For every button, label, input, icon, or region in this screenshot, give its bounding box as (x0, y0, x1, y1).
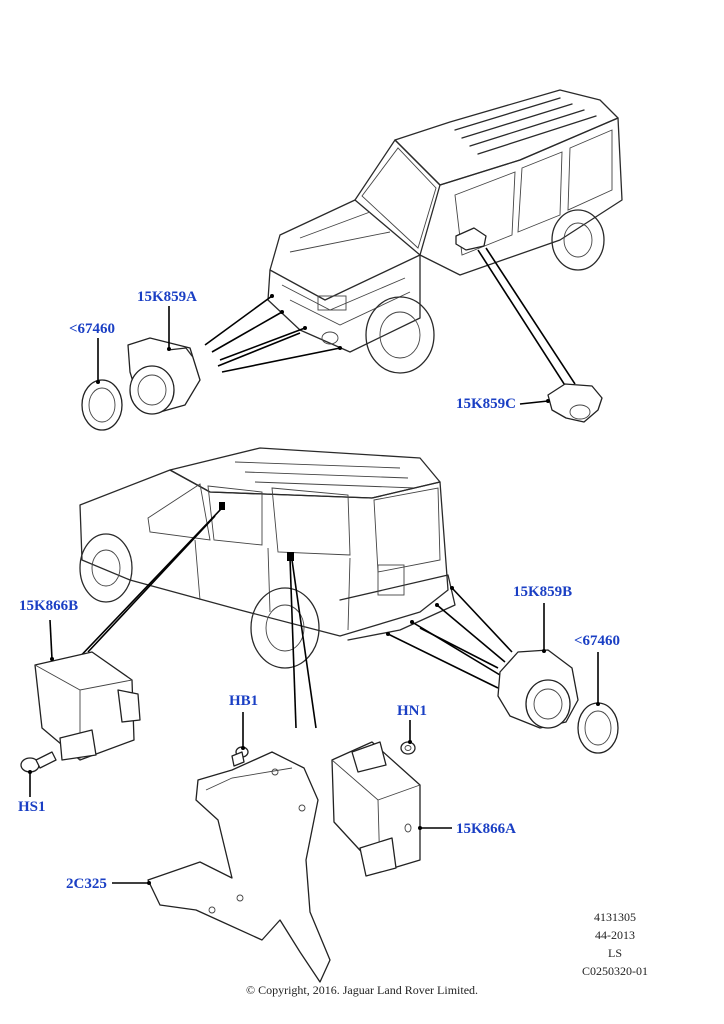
callout-HS1: HS1 (18, 799, 46, 815)
front-sensor-seal-ring (81, 379, 123, 431)
reference-number: 4131305 (594, 910, 636, 924)
front-vehicle-illustration (267, 89, 623, 374)
screw-hs1 (20, 751, 57, 774)
callout-seal-rear: <67460 (574, 633, 621, 649)
origin-code: LS (607, 946, 622, 960)
mirror-camera-sensor (546, 383, 603, 423)
leader-15K866B (49, 619, 53, 660)
rear-parking-sensor (497, 649, 579, 729)
rear-sensor-seal-ring (577, 702, 619, 754)
callout-15K859C: 15K859C (456, 396, 516, 412)
date-code: 44-2013 (595, 928, 635, 942)
rear-sensor-leader-lines (71, 507, 513, 729)
leader-15K859C (519, 400, 549, 405)
nut-hn1 (400, 740, 416, 755)
front-parking-sensor (127, 337, 201, 415)
front-sensor-leader-lines (204, 247, 576, 391)
rear-vehicle-illustration (79, 447, 456, 669)
callout-HN1: HN1 (397, 703, 427, 719)
screw-hb1 (231, 746, 249, 767)
callout-seal-front: <67460 (69, 321, 116, 337)
control-module-right (331, 741, 422, 877)
illustration-id: C0250320-01 (582, 964, 648, 978)
callout-15K866B: 15K866B (19, 598, 79, 614)
callout-15K859B: 15K859B (513, 584, 573, 600)
illustration-reference-block: 4131305 44-2013 LS C0250320-01 (582, 908, 648, 980)
callout-15K859A: 15K859A (137, 289, 197, 305)
control-module-left (34, 651, 141, 761)
copyright-notice: © Copyright, 2016. Jaguar Land Rover Lim… (245, 983, 479, 997)
mounting-bracket (147, 751, 331, 983)
callout-15K866A: 15K866A (456, 821, 516, 837)
callout-2C325: 2C325 (66, 876, 107, 892)
callout-HB1: HB1 (229, 693, 259, 709)
